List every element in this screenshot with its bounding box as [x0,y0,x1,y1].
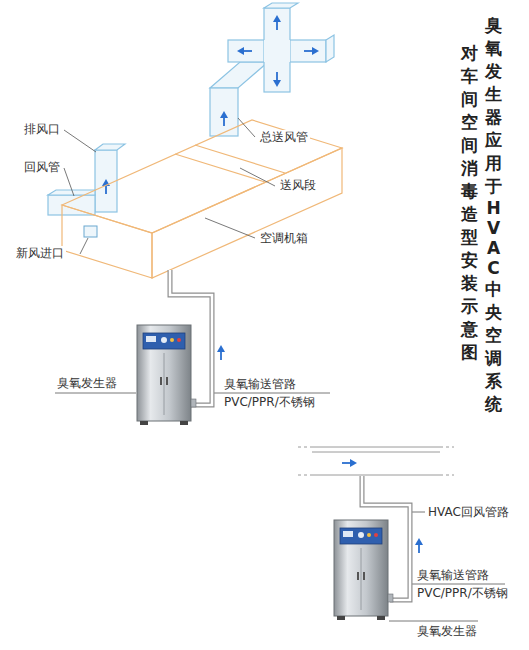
flow-arrow [220,15,319,126]
callout-label: 臭氧输送管路 [415,568,491,583]
callout-label: PVC/PPR/不锈钢 [415,586,510,601]
air-handler-box [62,120,342,278]
return-duct [48,144,125,215]
ozone-generator [137,325,196,425]
callout-label: PVC/PPR/不锈钢 [222,395,317,410]
callout-label: 总送风管 [258,130,310,145]
callout-label: 回风管 [22,160,62,175]
title: 臭氧发生器应用于HVAC中央空调系统 [485,14,502,416]
supply-duct [210,3,334,136]
callout-label: 臭氧发生器 [415,624,479,639]
callout-label: HVAC回风管路 [426,505,511,520]
callout-label: 臭氧发生器 [55,376,119,391]
flow-arrow [342,459,357,467]
flow-arrow [217,345,225,360]
flow-arrow [415,538,423,553]
callout-label: 新风进口 [14,246,66,261]
fresh-air-inlet [84,226,97,237]
callout-label: 排风口 [22,122,62,137]
leader-line [55,118,505,621]
callout-label: 臭氧输送管路 [222,377,298,392]
title-line: 对车间空间消毒造型安装示意图 [461,42,478,364]
ozone-generator [334,520,393,620]
return-air-duct [298,447,454,475]
callout-label: 送风段 [278,178,318,193]
callout-label: 空调机箱 [258,231,310,246]
